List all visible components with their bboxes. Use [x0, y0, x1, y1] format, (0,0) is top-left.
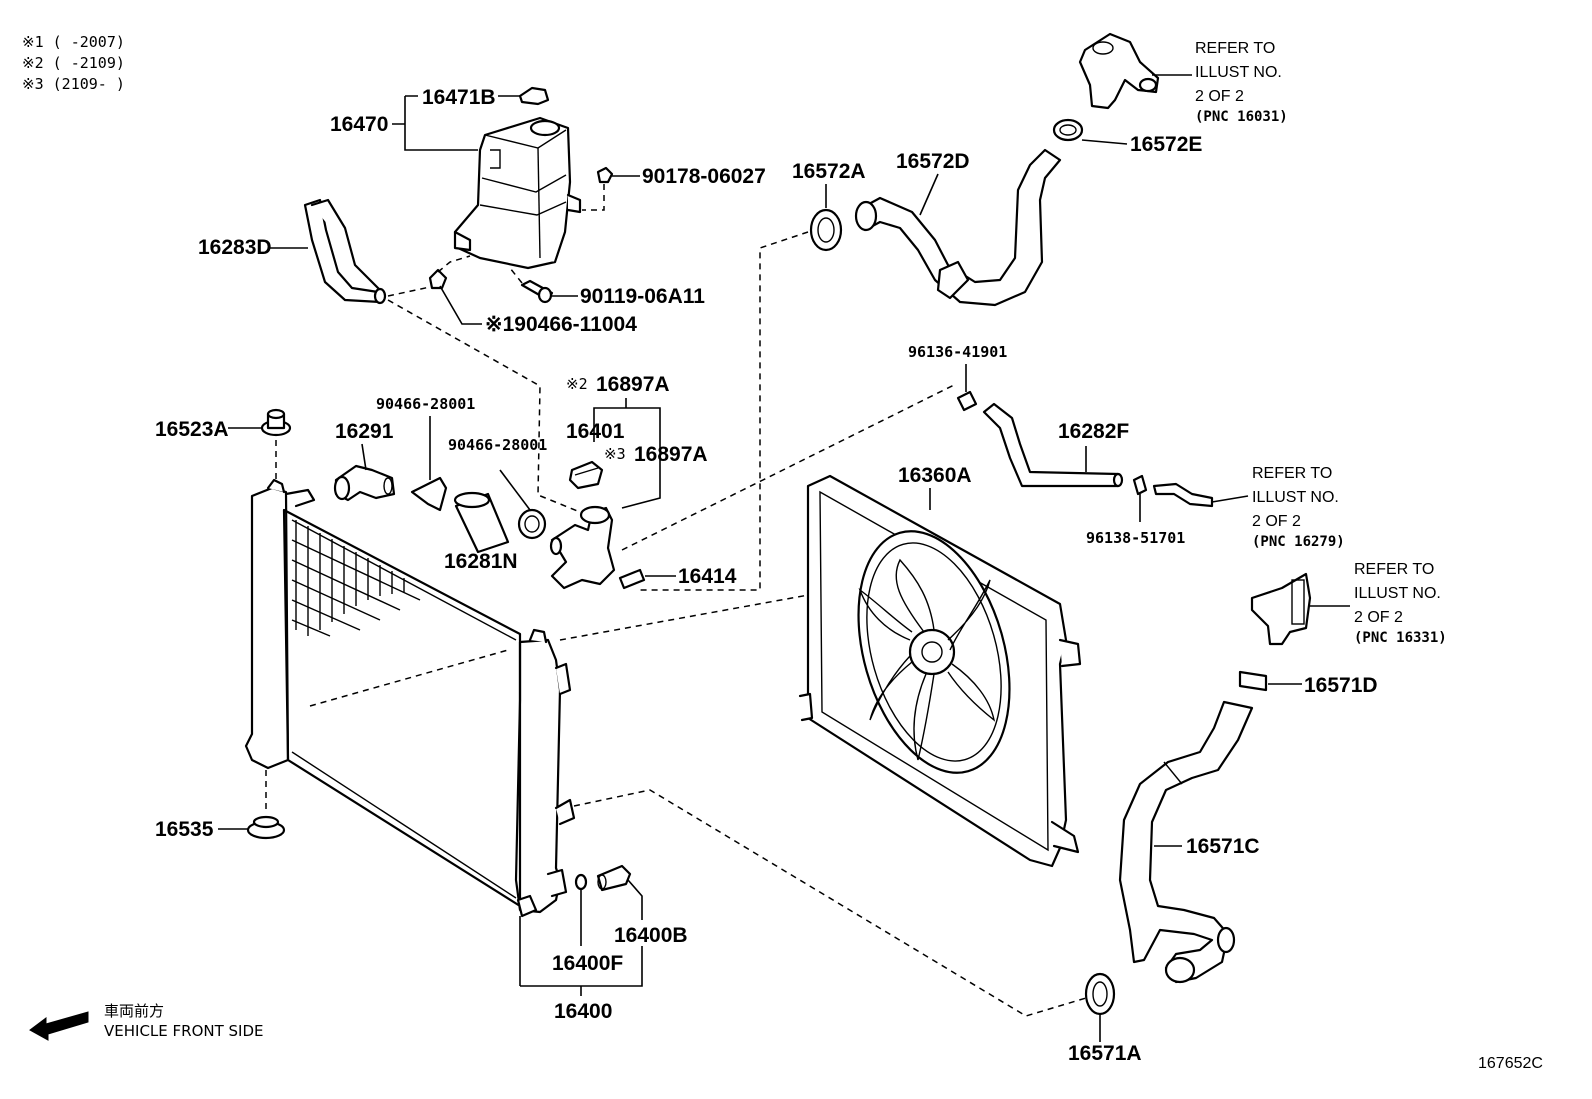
- clip-90466-11004-drawing: [428, 255, 482, 325]
- label-16572E: 16572E: [1130, 133, 1202, 156]
- water-outlet-16331-drawing: [1250, 572, 1312, 646]
- label-16360A: 16360A: [898, 464, 972, 487]
- label-90119-06A11: 90119-06A11: [580, 285, 705, 308]
- pipe-16279-drawing: [1152, 482, 1214, 508]
- pipe-16291-drawing: [333, 464, 396, 502]
- radiator-fins: [291, 520, 421, 637]
- label-16571D: 16571D: [1304, 674, 1378, 697]
- refer-16331-line4: (PNC 16331): [1354, 630, 1447, 646]
- vehicle-front-direction: 車両前方 VEHICLE FRONT SIDE: [29, 1002, 264, 1041]
- hose-16283D-drawing: [303, 198, 387, 305]
- clamp-16571A-drawing: [1084, 972, 1116, 1016]
- filler-neck-16897A-drawing: [549, 505, 616, 590]
- label-16535: 16535: [155, 818, 214, 841]
- label-16571C: 16571C: [1186, 835, 1260, 858]
- label-90466-28001-a: 90466-28001: [376, 395, 475, 413]
- clamp-96138-drawing: [1132, 474, 1148, 496]
- label-16571A: 16571A: [1068, 1042, 1142, 1065]
- radiator-16400-drawing: [244, 478, 576, 918]
- note-3: ※3 (2109- ): [22, 75, 125, 93]
- note-2: ※2 ( -2109): [22, 54, 125, 72]
- hose-16571C-drawing: [1118, 700, 1254, 984]
- bolt-16414-drawing: [618, 568, 676, 590]
- reservoir-tank-drawing: [453, 116, 582, 270]
- bolt-90178-drawing: [582, 166, 640, 211]
- hose-16281N-drawing: [453, 491, 510, 554]
- clamp-16571D-drawing: [1238, 670, 1268, 692]
- refer-box-16331: REFER TO ILLUST NO. 2 OF 2 (PNC 16331): [1354, 561, 1447, 646]
- label-96136-41901: 96136-41901: [908, 343, 1007, 361]
- label-16281N: 16281N: [444, 550, 518, 573]
- label-16401: 16401: [566, 420, 625, 443]
- label-16283D: 16283D: [198, 236, 272, 259]
- illustration-id: 167652C: [1478, 1055, 1543, 1072]
- refer-16331-line3: 2 OF 2: [1354, 609, 1403, 626]
- refer-box-16279: REFER TO ILLUST NO. 2 OF 2 (PNC 16279): [1252, 465, 1345, 550]
- refer-16279-line1: REFER TO: [1252, 465, 1332, 482]
- refer-16279-line4: (PNC 16279): [1252, 534, 1345, 550]
- clamp-90466-28001-b-drawing: [517, 508, 547, 540]
- label-16414: 16414: [678, 565, 737, 588]
- applicability-notes: ※1 ( -2007) ※2 ( -2109) ※3 (2109- ): [22, 33, 125, 93]
- bolt-90119-drawing: [509, 267, 578, 304]
- o-ring-16400F-drawing: [574, 873, 588, 891]
- label-16291: 16291: [335, 420, 394, 443]
- label-16572D: 16572D: [896, 150, 970, 173]
- label-16471B: 16471B: [422, 86, 496, 109]
- clamp-16572A-drawing: [809, 208, 843, 252]
- drain-plug-16400B-drawing: [596, 864, 632, 892]
- clamp-16572E-drawing: [1052, 118, 1084, 142]
- reservoir-cap-drawing: [498, 86, 550, 106]
- front-label-en: VEHICLE FRONT SIDE: [104, 1022, 264, 1040]
- label-90178-06027: 90178-06027: [642, 165, 766, 188]
- upper-hose-16572D-drawing: [854, 148, 1062, 307]
- clamp-90466-28001-a-drawing: [410, 476, 448, 512]
- refer-16031-line3: 2 OF 2: [1195, 88, 1244, 105]
- clamp-96136-drawing: [956, 390, 978, 412]
- mark-2: ※2: [566, 375, 588, 393]
- label-16282F: 16282F: [1058, 420, 1129, 443]
- cushion-16535-drawing: [246, 815, 286, 840]
- front-arrow-icon: [29, 1011, 89, 1041]
- label-16897A-2: 16897A: [596, 373, 670, 396]
- note-1: ※1 ( -2007): [22, 33, 125, 51]
- label-16897A-3: 16897A: [634, 443, 708, 466]
- radiator-cap-16401-drawing: [568, 460, 604, 490]
- front-label-jp: 車両前方: [104, 1002, 164, 1020]
- label-16400F: 16400F: [552, 952, 623, 975]
- hose-16282F-drawing: [982, 402, 1124, 488]
- refer-16279-line3: 2 OF 2: [1252, 513, 1301, 530]
- refer-16031-line1: REFER TO: [1195, 40, 1275, 57]
- cushion-16523A-drawing: [260, 408, 292, 437]
- refer-16331-line2: ILLUST NO.: [1354, 585, 1441, 602]
- label-16400: 16400: [554, 1000, 612, 1023]
- refer-box-16031: REFER TO ILLUST NO. 2 OF 2 (PNC 16031): [1195, 40, 1288, 125]
- mark-3: ※3: [604, 445, 626, 463]
- label-90466-28001-b: 90466-28001: [448, 436, 547, 454]
- label-90466-11004: ※190466-11004: [485, 313, 637, 336]
- label-16572A: 16572A: [792, 160, 866, 183]
- label-16470: 16470: [330, 113, 388, 136]
- refer-16279-line2: ILLUST NO.: [1252, 489, 1339, 506]
- label-96138-51701: 96138-51701: [1086, 529, 1185, 547]
- water-inlet-drawing: [1078, 32, 1160, 110]
- fan-shroud-16360A-drawing: [798, 474, 1082, 868]
- label-16523A: 16523A: [155, 418, 229, 441]
- refer-16331-line1: REFER TO: [1354, 561, 1434, 578]
- refer-16031-line4: (PNC 16031): [1195, 109, 1288, 125]
- label-16400B: 16400B: [614, 924, 688, 947]
- refer-16031-line2: ILLUST NO.: [1195, 64, 1282, 81]
